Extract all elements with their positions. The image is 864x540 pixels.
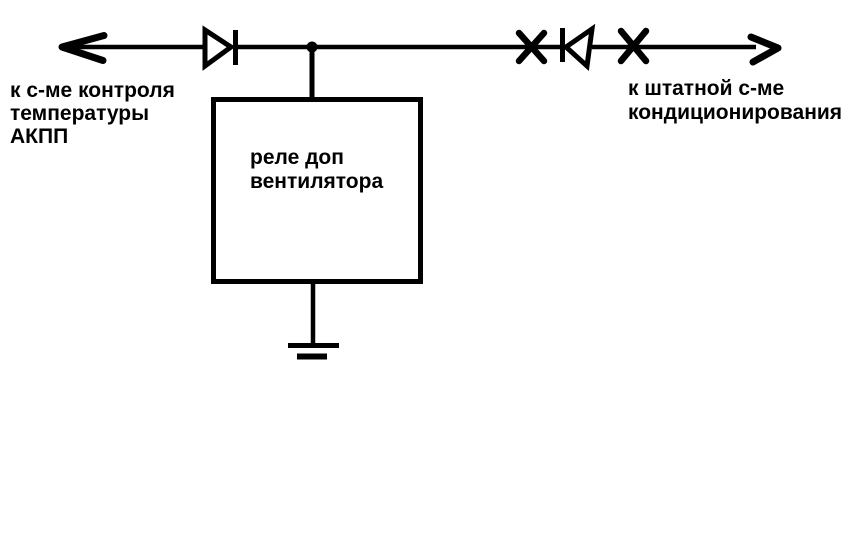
x-mark-2-stroke-b bbox=[617, 27, 650, 65]
relay-box bbox=[211, 97, 423, 284]
left-diode-icon bbox=[202, 25, 238, 71]
left-arrowhead-icon bbox=[58, 32, 108, 64]
x-mark-1-stroke-b bbox=[515, 29, 548, 65]
right-endpoint-label: к штатной с-ме кондиционирования bbox=[628, 77, 843, 124]
relay-box-label: реле доп вентилятора bbox=[250, 146, 384, 193]
left-diode-triangle bbox=[202, 25, 236, 71]
left-endpoint-label: к с-ме контроля температуры АКПП bbox=[10, 79, 175, 148]
x-mark-2-icon bbox=[617, 27, 650, 65]
right-diode-icon bbox=[560, 23, 596, 72]
x-mark-1-icon bbox=[515, 29, 548, 65]
right-diode-triangle bbox=[561, 23, 596, 72]
ground-icon bbox=[288, 343, 339, 360]
right-arrowhead-icon bbox=[747, 33, 782, 66]
